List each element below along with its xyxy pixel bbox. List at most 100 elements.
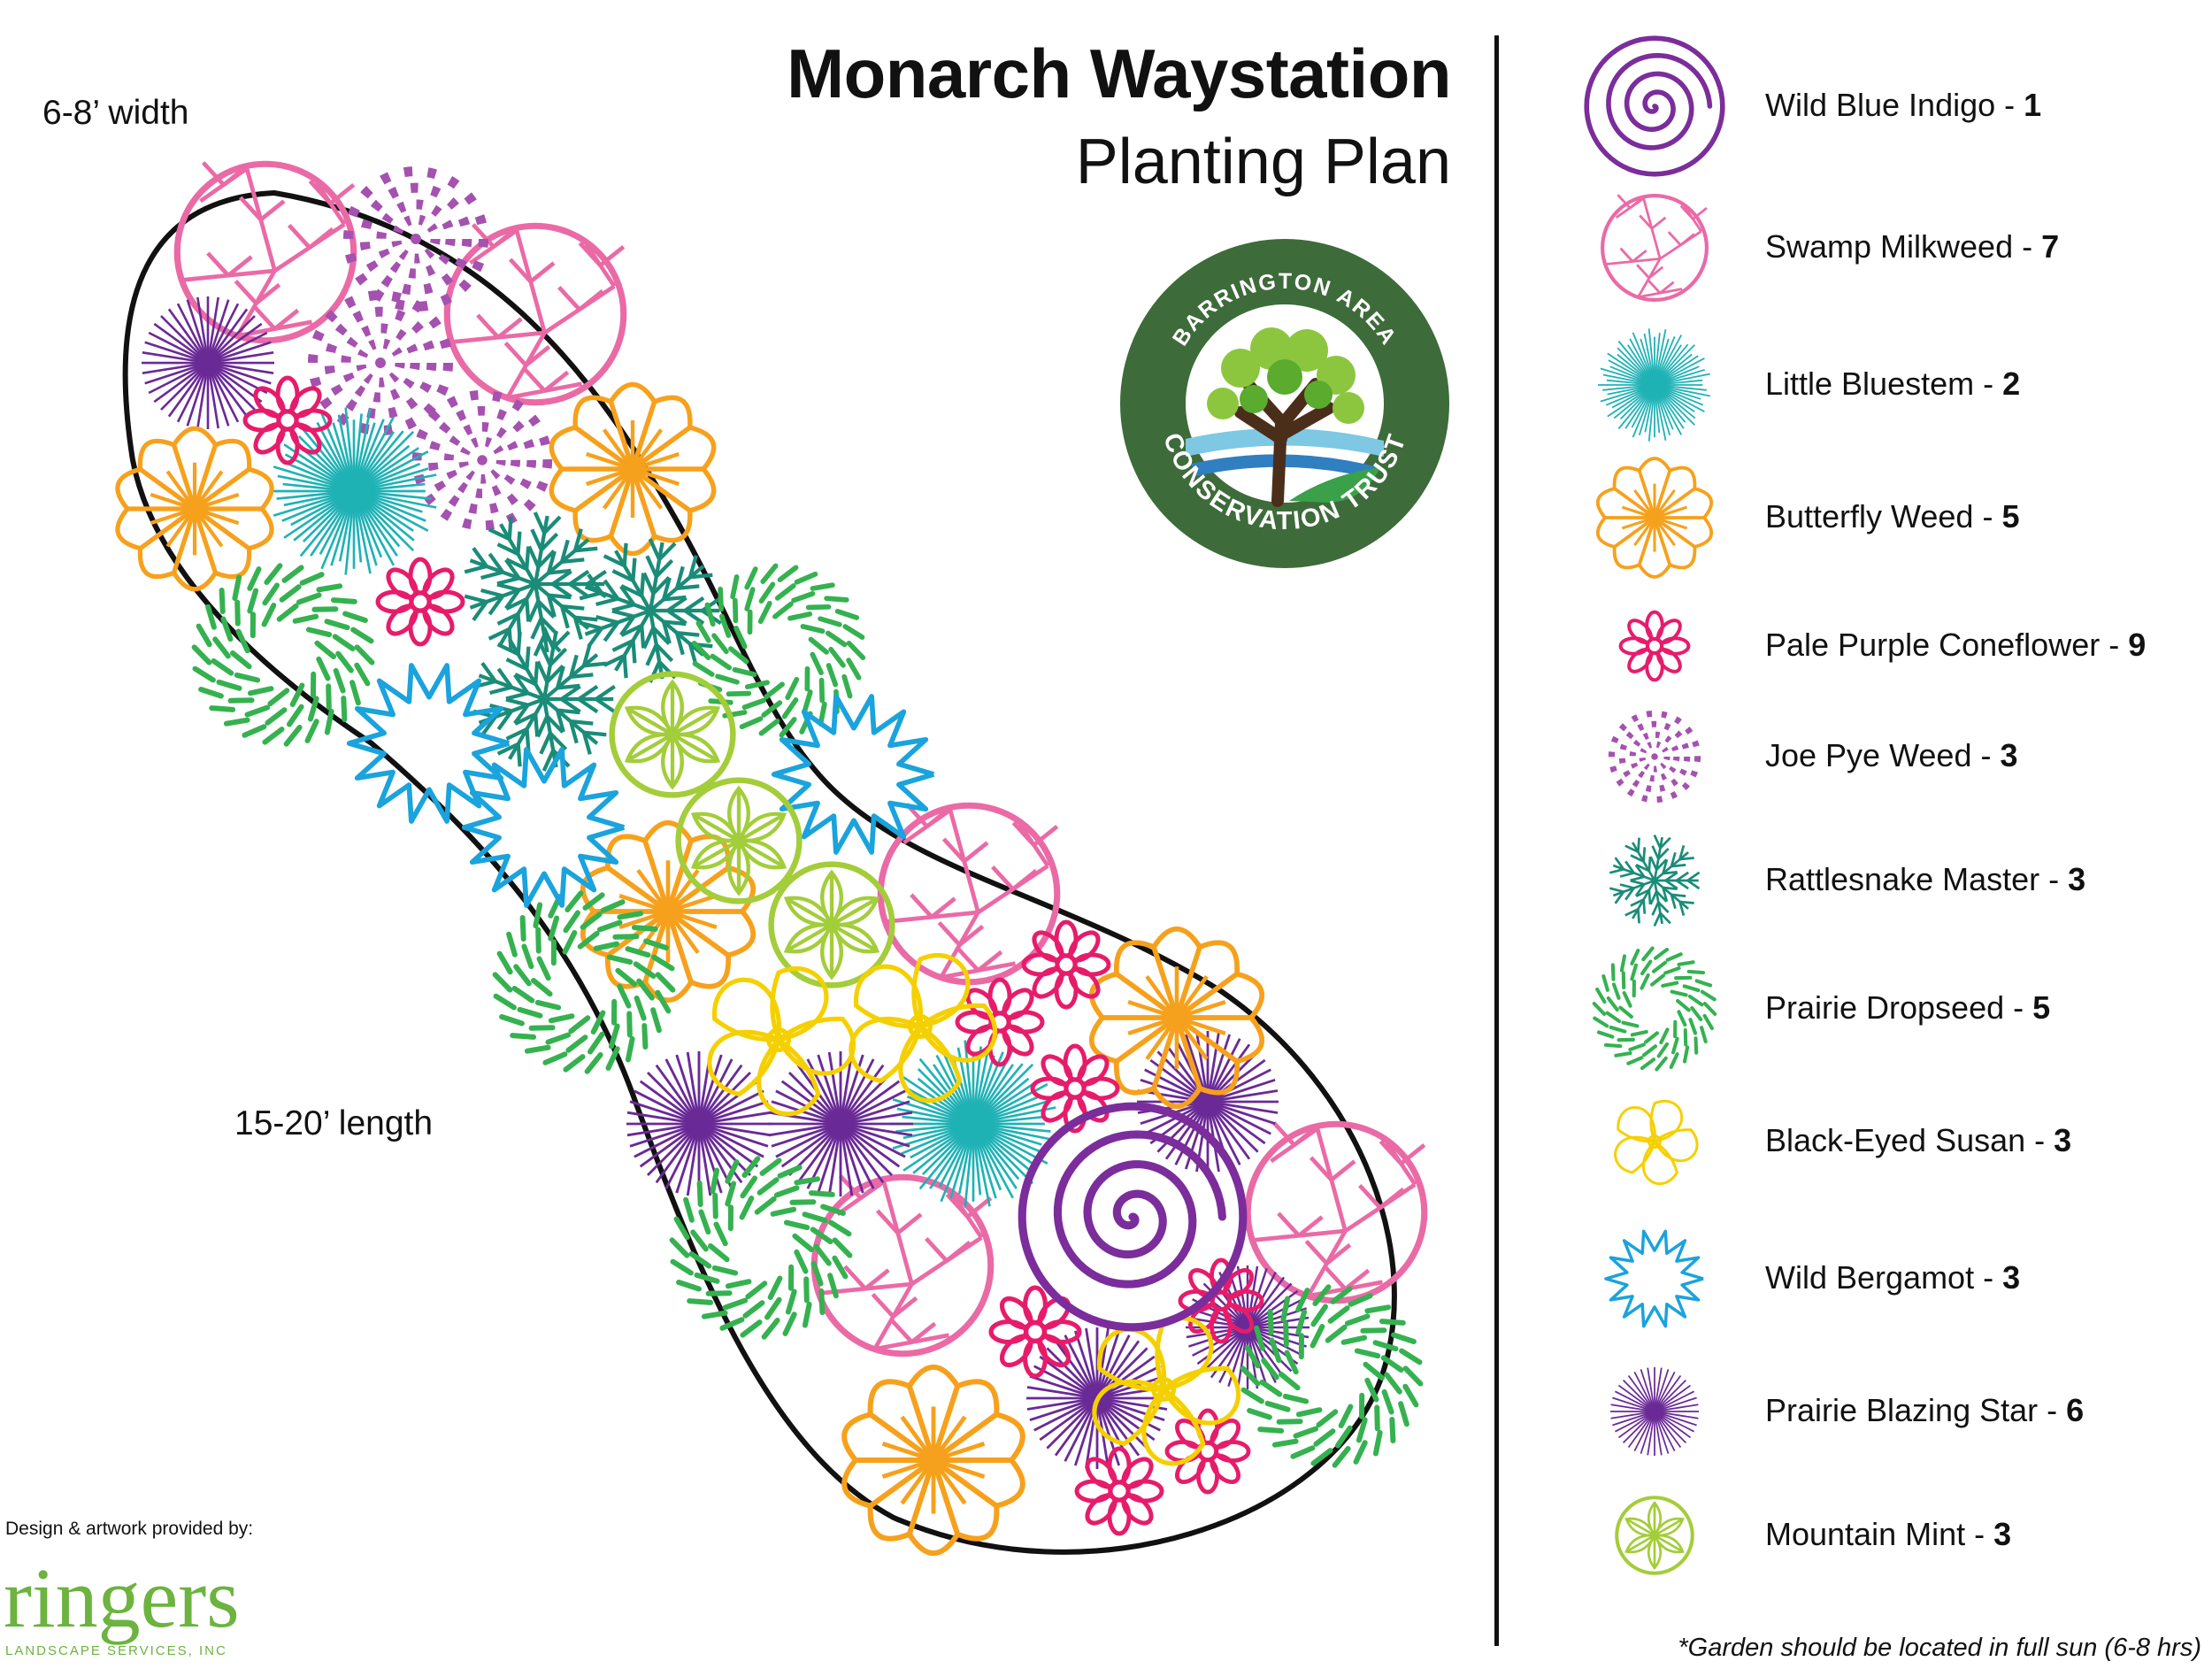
fine-burst-icon — [1610, 1367, 1699, 1456]
plant-count: 9 — [2128, 627, 2147, 663]
plant-concentric-dash-icon — [307, 289, 454, 436]
plant-count: 5 — [2032, 989, 2051, 1026]
legend-label: Black-Eyed Susan - 3 — [1765, 1122, 2071, 1159]
ringers-subtitle: LANDSCAPE SERVICES, INC — [5, 1643, 227, 1658]
legend-label: Little Bluestem - 2 — [1765, 365, 2020, 403]
ringers-brand-text: ringers — [4, 1556, 240, 1645]
count-separator: - — [1965, 1516, 1994, 1552]
count-separator: - — [2013, 228, 2042, 265]
ringers-logo: ringers LANDSCAPE SERVICES, INC — [4, 1556, 240, 1658]
legend-item: Butterfly Weed - 5 — [1575, 456, 2194, 580]
radiating-lines-icon — [1598, 328, 1710, 442]
plant-dashed-ring-icon — [669, 1156, 853, 1340]
plant-dashed-ring-icon — [492, 890, 676, 1074]
count-separator: - — [2004, 989, 2033, 1026]
plant-petal-swirl-icon — [1092, 1316, 1240, 1466]
scalloped-star-icon — [1595, 457, 1714, 579]
plant-name: Little Bluestem — [1765, 365, 1975, 402]
plant-leaf-circle-icon — [675, 777, 803, 904]
legend-item: Wild Bergamot - 3 — [1575, 1217, 2194, 1341]
plant-name: Swamp Milkweed — [1765, 228, 2014, 265]
legend-item: Swamp Milkweed - 7 — [1575, 186, 2194, 310]
concentric-dash-icon — [1608, 710, 1701, 804]
plant-name: Black-Eyed Susan — [1765, 1122, 2026, 1158]
petal-swirl-icon — [1614, 1100, 1699, 1185]
count-separator: - — [2039, 861, 2069, 897]
length-dimension-label: 15-20’ length — [234, 1104, 434, 1142]
legend-label: Prairie Dropseed - 5 — [1765, 989, 2050, 1027]
legend-label: Joe Pye Weed - 3 — [1765, 737, 2018, 774]
conservation-trust-logo: BARRINGTON AREA CONSERVATION TRUST — [1120, 239, 1449, 568]
plant-scalloped-star-icon — [115, 426, 274, 592]
spiral-icon — [1584, 35, 1725, 177]
plant-petal-swirl-icon — [849, 953, 997, 1104]
garden-plan-diagram — [115, 160, 1428, 1557]
legend-label: Wild Blue Indigo - 1 — [1765, 87, 2041, 124]
legend-item: Joe Pye Weed - 3 — [1575, 695, 2194, 819]
legend-label: Rattlesnake Master - 3 — [1765, 861, 2085, 898]
flower-icon — [1618, 610, 1691, 682]
plant-count: 3 — [2054, 1122, 2072, 1158]
plant-count: 3 — [1993, 1516, 2012, 1552]
plant-dashed-ring-icon — [191, 563, 375, 747]
plant-count: 6 — [2066, 1392, 2085, 1428]
legend-label: Mountain Mint - 3 — [1765, 1516, 2011, 1553]
plant-dashed-ring-icon — [691, 563, 866, 738]
legend-label: Swamp Milkweed - 7 — [1765, 228, 2059, 265]
plant-flower-icon — [955, 977, 1045, 1067]
dashed-ring-icon — [1592, 946, 1717, 1072]
legend-item: Wild Blue Indigo - 1 — [1575, 35, 2194, 177]
plant-name: Wild Bergamot — [1765, 1259, 1975, 1296]
count-separator: - — [2038, 1392, 2067, 1428]
plant-scalloped-star-icon — [841, 1364, 1025, 1557]
plan-title: Monarch Waystation — [787, 35, 1451, 112]
legend-divider — [1494, 35, 1499, 1646]
fern-burst-icon — [1609, 834, 1701, 927]
plant-flower-icon — [1021, 919, 1111, 1010]
legend-label: Prairie Blazing Star - 6 — [1765, 1392, 2084, 1429]
count-separator: - — [1974, 1259, 2003, 1296]
plant-name: Prairie Dropseed — [1765, 989, 2005, 1026]
plant-leaf-circle-icon — [768, 861, 895, 988]
plant-branching-circle-icon — [173, 160, 357, 344]
count-separator: - — [2025, 1122, 2055, 1158]
legend-item: Black-Eyed Susan - 3 — [1575, 1080, 2194, 1204]
plant-spiky-ring-icon — [771, 694, 935, 855]
legend-item: Little Bluestem - 2 — [1575, 323, 2194, 447]
plant-count: 3 — [2000, 737, 2018, 773]
legend-label: Pale Purple Coneflower - 9 — [1765, 627, 2146, 664]
plant-name: Wild Blue Indigo — [1765, 87, 1996, 123]
count-separator: - — [1974, 365, 2003, 402]
plant-flower-icon — [1178, 1258, 1264, 1344]
count-separator: - — [2100, 627, 2129, 663]
plant-name: Joe Pye Weed — [1765, 737, 1972, 773]
plant-flower-icon — [375, 557, 465, 647]
plant-name: Rattlesnake Master — [1765, 861, 2040, 897]
plant-scalloped-star-icon — [549, 381, 717, 557]
plant-count: 3 — [2002, 1259, 2021, 1296]
legend-item: Mountain Mint - 3 — [1575, 1473, 2194, 1597]
legend-label: Butterfly Weed - 5 — [1765, 498, 2019, 535]
plant-fine-burst-icon — [142, 296, 274, 429]
plant-count: 1 — [2024, 87, 2042, 123]
plant-branching-circle-icon — [443, 222, 627, 406]
plant-name: Butterfly Weed — [1765, 498, 1974, 535]
legend-item: Prairie Blazing Star - 6 — [1575, 1350, 2194, 1473]
plant-leaf-circle-icon — [609, 671, 736, 798]
plant-concentric-dash-icon — [411, 389, 553, 531]
count-separator: - — [1973, 498, 2002, 535]
plant-count: 5 — [2001, 498, 2020, 535]
plant-radiating-lines-icon — [889, 1040, 1056, 1208]
plant-count: 2 — [2002, 365, 2021, 402]
plant-fern-burst-icon — [464, 511, 607, 657]
plant-concentric-dash-icon — [342, 165, 489, 312]
plan-subtitle: Planting Plan — [1075, 127, 1451, 197]
credit-text: Design & artwork provided by: — [5, 1519, 254, 1539]
plant-flower-icon — [1030, 1043, 1120, 1134]
count-separator: - — [1971, 737, 2001, 773]
plant-dashed-ring-icon — [1240, 1284, 1424, 1468]
legend-item: Pale Purple Coneflower - 9 — [1575, 584, 2194, 708]
plant-count: 3 — [2068, 861, 2086, 897]
sun-footnote: *Garden should be located in full sun (6… — [1678, 1634, 2201, 1662]
spiky-ring-icon — [1604, 1229, 1704, 1328]
